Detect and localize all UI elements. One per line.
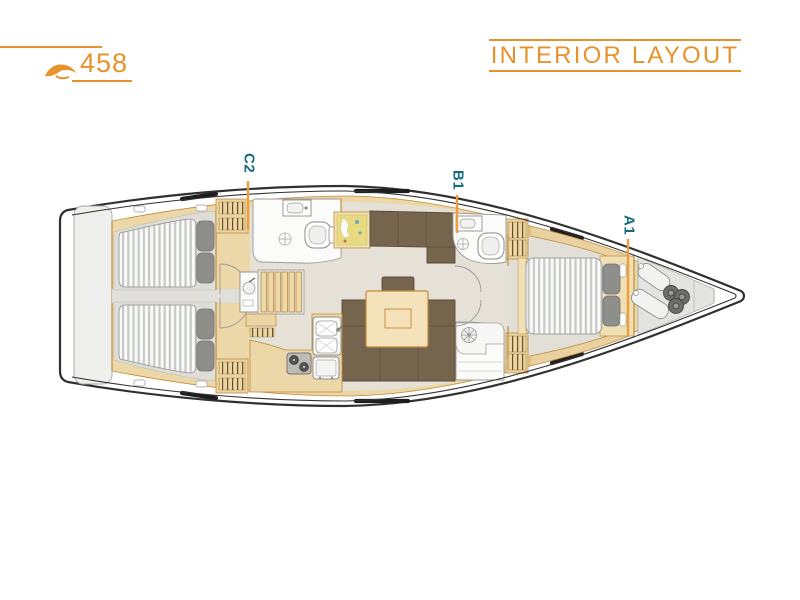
reading-lamp xyxy=(133,205,146,213)
title-rule-bottom xyxy=(489,70,741,72)
forward-wardrobe xyxy=(505,218,529,260)
aft-heads xyxy=(252,198,342,264)
nav-station-chart xyxy=(333,211,371,249)
model-number: 458 xyxy=(80,48,129,78)
shower-drain xyxy=(457,238,469,250)
label-b1: B1 xyxy=(450,170,467,190)
sail-bag xyxy=(630,288,670,320)
pillow xyxy=(196,252,215,284)
swim-platform xyxy=(73,205,113,385)
reading-lamp xyxy=(619,263,627,278)
saloon xyxy=(341,276,456,382)
deck-hatches xyxy=(179,188,585,241)
fenders xyxy=(663,285,690,314)
bow-locker-gear xyxy=(630,262,690,320)
pillow xyxy=(196,220,215,252)
label-a1: A1 xyxy=(621,215,638,235)
title-rule-top xyxy=(489,39,741,41)
galley-sink xyxy=(312,316,344,356)
owner-bed xyxy=(525,257,603,335)
pillow xyxy=(602,263,621,295)
page-title: INTERIOR LAYOUT xyxy=(490,42,740,69)
shower-drain xyxy=(278,232,292,246)
forward-shower xyxy=(454,299,505,381)
brand-swoosh-icon xyxy=(45,64,76,80)
aft-cabin-bed xyxy=(118,218,197,288)
cabin-labels: C2 B1 A1 xyxy=(241,153,638,336)
reading-lamp xyxy=(195,204,208,212)
aft-wardrobe xyxy=(215,198,249,234)
header-rule-left xyxy=(0,46,102,48)
saloon-table xyxy=(365,290,429,348)
aft-corridor xyxy=(111,288,249,304)
galley-stove xyxy=(286,352,312,375)
aft-cabin xyxy=(113,204,251,295)
cabinet xyxy=(245,313,277,327)
pillow xyxy=(602,295,621,327)
label-c2: C2 xyxy=(241,153,258,173)
hull-inner-line xyxy=(71,190,737,402)
forward-head xyxy=(452,212,507,293)
companionway-steps xyxy=(257,269,305,315)
companionway xyxy=(239,269,305,338)
shower-rose xyxy=(461,327,477,343)
reading-lamp xyxy=(619,312,627,327)
brand-underline xyxy=(72,80,132,82)
galley-oven xyxy=(312,356,340,380)
brand-logo: 458 xyxy=(44,48,164,88)
galley xyxy=(249,313,344,393)
owner-bed-foot xyxy=(517,257,527,335)
title-block: INTERIOR LAYOUT xyxy=(489,39,741,72)
